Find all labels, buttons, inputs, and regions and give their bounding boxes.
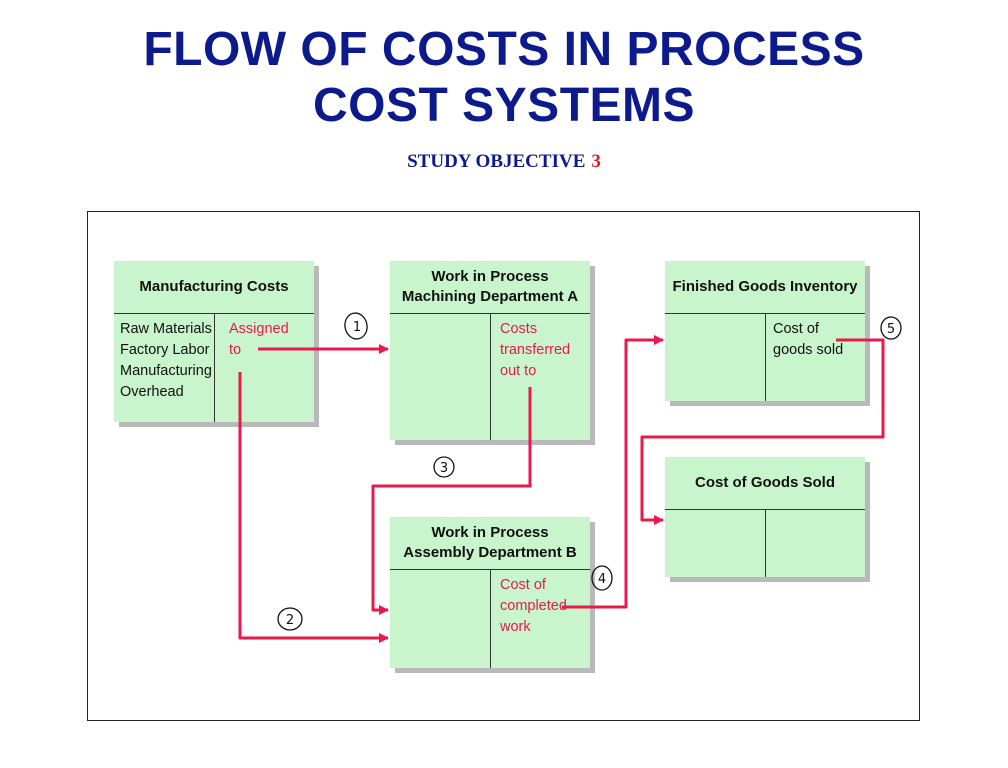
study-objective-number: 3 — [591, 151, 601, 172]
t-account-divider — [765, 510, 766, 577]
account-credit-text: Cost of completed work — [500, 577, 567, 635]
step-marker-3: 3 — [440, 461, 448, 476]
flow-arrow-2 — [238, 372, 389, 643]
account-credit-text: Cost of goods sold — [773, 321, 844, 358]
study-objective-label: STUDY OBJECTIVE — [407, 151, 586, 172]
flow-arrow-3 — [371, 387, 532, 615]
account-wip-assembly-b: Work in Process Assembly Department B Co… — [390, 517, 590, 668]
step-marker-2: 2 — [286, 613, 294, 628]
account-header: Work in Process Assembly Department B — [390, 517, 590, 570]
step-marker-circle-2 — [277, 607, 303, 631]
t-account-divider — [765, 314, 766, 401]
account-wip-machining-a: Work in Process Machining Department A C… — [390, 261, 590, 440]
step-marker-circle-5 — [880, 316, 902, 340]
step-marker-4: 4 — [598, 572, 606, 587]
account-header: Manufacturing Costs — [114, 261, 314, 314]
step-marker-circle-4 — [591, 565, 613, 591]
account-header: Finished Goods Inventory — [665, 261, 865, 314]
step-marker-1: 1 — [353, 320, 361, 335]
account-credit-text: Assigned to — [229, 321, 289, 358]
step-marker-circle-3 — [433, 456, 455, 478]
title-line-1: FLOW OF COSTS IN PROCESS — [143, 23, 865, 76]
step-marker-5: 5 — [887, 322, 895, 337]
account-cost-of-goods-sold: Cost of Goods Sold — [665, 457, 865, 577]
account-credit-text: Costs transferred out to — [500, 321, 571, 379]
account-manufacturing-costs: Manufacturing Costs Raw Materials Factor… — [114, 261, 314, 422]
flow-arrow-5 — [640, 338, 885, 525]
t-account-divider — [490, 314, 491, 440]
page-title: FLOW OF COSTS IN PROCESS COST SYSTEMS — [0, 22, 1008, 134]
title-line-2: COST SYSTEMS — [312, 79, 696, 132]
account-debit-text: Raw Materials Factory Labor Manufacturin… — [120, 321, 212, 400]
t-account-divider — [214, 314, 215, 422]
account-header: Cost of Goods Sold — [665, 457, 865, 510]
account-header: Work in Process Machining Department A — [390, 261, 590, 314]
t-account-divider — [490, 570, 491, 668]
account-finished-goods-inventory: Finished Goods Inventory Cost of goods s… — [665, 261, 865, 401]
step-marker-circle-1 — [344, 312, 368, 340]
flow-arrow-4 — [562, 335, 664, 609]
